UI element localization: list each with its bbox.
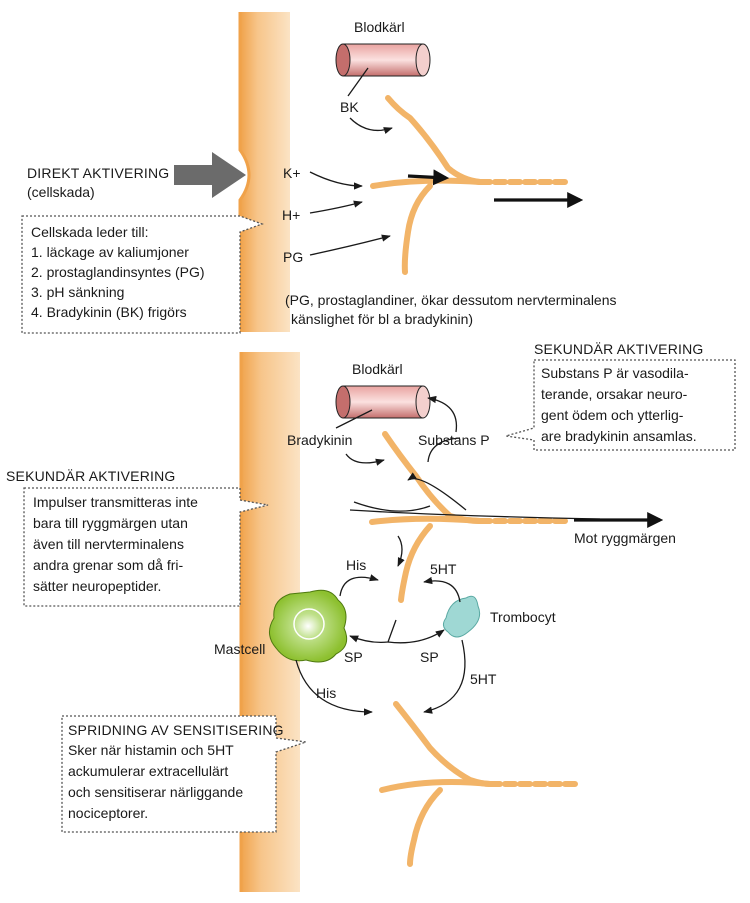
sp-arrow-left [349, 619, 397, 644]
secondary-left-box [23, 487, 269, 607]
direct-activation-arrow [174, 152, 246, 198]
his-label: His [316, 685, 336, 701]
spread-line: Sker när histamin och 5HT [68, 742, 234, 758]
damage-box [21, 215, 264, 334]
bradykinin-label: Bradykinin [287, 432, 352, 448]
damage-item: 3. pH sänkning [31, 284, 124, 300]
h-label: H+ [282, 207, 300, 223]
spread-line: nociceptorer. [68, 805, 148, 821]
pg-note-line: känslighet för bl a bradykinin) [291, 311, 473, 327]
secondary-right-line: gent ödem och ytterlig- [541, 407, 684, 423]
5ht-label: 5HT [430, 561, 457, 577]
sp-label-right: SP [420, 649, 439, 665]
panel-direct-activation: Blodkärl BK K+ H+ PG DIREKT AKTIVERING (… [21, 12, 617, 334]
nerve-terminal-bottom [379, 701, 583, 867]
his-arrow-bottom [295, 659, 373, 716]
spread-line: och sensitiserar närliggande [68, 784, 243, 800]
damage-item: 4. Bradykinin (BK) frigörs [31, 304, 187, 320]
mastcell-label: Mastcell [214, 641, 265, 657]
his-label: His [346, 557, 366, 573]
pg-arrow [309, 234, 391, 256]
5ht-arrow-top [423, 576, 461, 603]
secondary-left-title: SEKUNDÄR AKTIVERING [6, 468, 176, 484]
bk-arrow [349, 117, 393, 135]
nerve-to-substance-p-line [427, 437, 461, 463]
antidromic-loop [349, 501, 601, 520]
damage-heading: Cellskada leder till: [31, 224, 149, 240]
h-arrow [309, 200, 363, 214]
bk-label: BK [340, 99, 359, 115]
secondary-right-line: terande, orsakar neuro- [541, 386, 688, 402]
trombocyt [442, 595, 481, 638]
secondary-right-box [505, 359, 736, 451]
secondary-left-line: sätter neuropeptider. [33, 578, 161, 594]
blood-vessel-bottom [335, 385, 431, 419]
k-arrow [309, 171, 363, 190]
damage-item: 1. läckage av kaliumjoner [31, 244, 189, 260]
direct-activation-title: DIREKT AKTIVERING [27, 165, 169, 181]
tissue-edge-top [238, 12, 251, 332]
spinal-label: Mot ryggmärgen [574, 530, 676, 546]
secondary-left-line: Impulser transmitteras inte [33, 494, 198, 510]
panel-secondary-activation: Blodkärl Bradykinin Substans P Mot ryggm… [6, 341, 736, 892]
mastcell [269, 589, 348, 663]
spread-title: SPRIDNING AV SENSITISERING [68, 722, 284, 738]
blood-vessel-top [335, 43, 431, 77]
substance-p-label: Substans P [418, 432, 490, 448]
secondary-left-line: bara till ryggmärgen utan [33, 515, 188, 531]
vessel-to-bk-line [347, 67, 369, 97]
his-arrow-top [339, 574, 379, 597]
secondary-left-line: andra grenar som då fri- [33, 557, 184, 573]
tissue-strip-top [240, 12, 290, 332]
sp-label-left: SP [344, 649, 363, 665]
secondary-right-title: SEKUNDÄR AKTIVERING [534, 341, 704, 357]
secondary-right-line: are bradykinin ansamlas. [541, 428, 697, 444]
secondary-left-line: även till nervterminalens [33, 536, 184, 552]
spread-box [61, 715, 307, 833]
direct-activation-subtitle: (cellskada) [27, 184, 95, 200]
5ht-arrow-bottom [423, 639, 466, 714]
bradykinin-arrow [345, 453, 385, 466]
pg-note-line: (PG, prostaglandiner, ökar dessutom nerv… [285, 292, 617, 308]
pg-label: PG [283, 249, 303, 265]
secondary-right-line: Substans P är vasodila- [541, 365, 689, 381]
sp-arrow-right [387, 629, 445, 644]
antidromic-arrow-down [397, 535, 405, 567]
nerve-terminal-top [370, 95, 573, 275]
blood-vessel-label: Blodkärl [352, 361, 403, 377]
trombocyt-label: Trombocyt [490, 609, 556, 625]
substance-p-arrow [427, 395, 458, 433]
nerve-terminal-middle [369, 431, 573, 603]
spread-line: ackumulerar extracellulärt [68, 763, 228, 779]
impulse-arrow-short [407, 169, 450, 186]
antidromic-arrow-up [407, 472, 467, 511]
k-label: K+ [283, 165, 301, 181]
blood-vessel-label: Blodkärl [354, 19, 405, 35]
damage-item: 2. prostaglandinsyntes (PG) [31, 264, 205, 280]
5ht-label: 5HT [470, 671, 497, 687]
vessel-to-bradykinin-line [335, 409, 373, 429]
